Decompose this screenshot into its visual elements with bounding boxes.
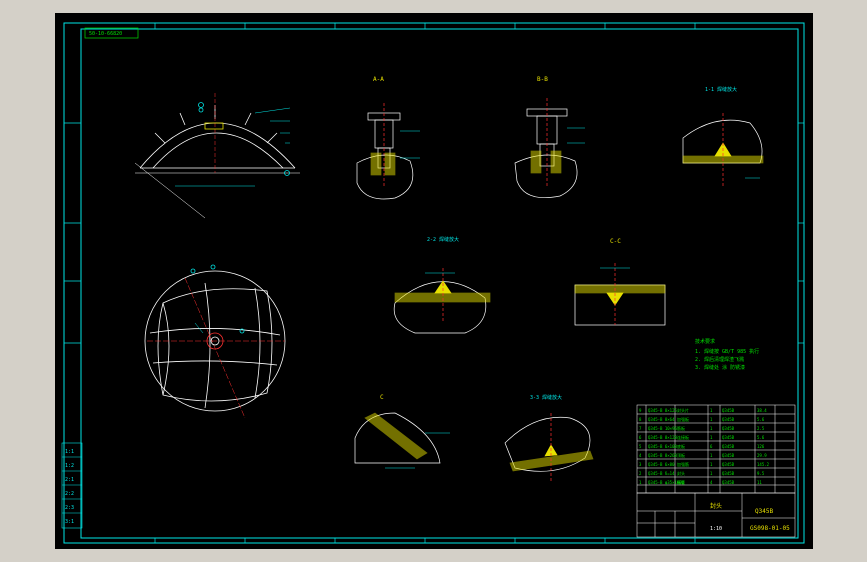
bom-cell: Q345-B 8×125 — [648, 408, 677, 413]
weld-view-3-label: 3-3 焊缝放大 — [530, 394, 562, 401]
bom-cell: 封头 — [677, 470, 685, 476]
border-ticks — [64, 23, 804, 543]
bom-cell: Q345-B 10×96 — [648, 426, 677, 431]
bom-cell: Q345-B 6×100 — [648, 444, 677, 449]
bom-cell: 38.4 — [757, 408, 767, 413]
bom-cell: 1 — [710, 471, 713, 476]
bom-cell: 5 — [639, 444, 642, 449]
svg-text:2:2: 2:2 — [65, 491, 74, 497]
bom-cell: 1 — [710, 435, 713, 440]
bom-cell: 2.5 — [757, 426, 765, 431]
bom-cell: 8 — [639, 417, 642, 422]
inner-frame — [80, 28, 799, 539]
svg-text:2:1: 2:1 — [65, 477, 74, 483]
section-a-label: A-A — [373, 76, 384, 83]
svg-text:1:2: 1:2 — [65, 463, 74, 469]
head-elevation-view — [134, 93, 300, 219]
bom-cell: 145.2 — [757, 462, 770, 467]
bom-cell: 顶板 — [677, 452, 685, 458]
weld-view-2-label: 2-2 焊缝放大 — [427, 236, 459, 243]
bom-cell: 5.6 — [757, 435, 765, 440]
tech-notes: 技术要求 1. 焊缝按 GB/T 985 执行 2. 焊后清理焊渣飞溅 3. 焊… — [695, 338, 759, 371]
svg-text:2:3: 2:3 — [65, 505, 74, 511]
bom-cell: Q345-B 8×64 — [648, 417, 675, 422]
bom-cell: Q345-B φ35×1000 — [648, 480, 685, 485]
note-line-3: 3. 焊缝处 涂 防锈漆 — [695, 364, 745, 371]
bom-cell: 6 — [710, 444, 713, 449]
bom-cell: Q345B — [722, 408, 735, 413]
title-tag-box — [84, 27, 139, 39]
cad-viewport[interactable]: 50-10-66820 1:1 1:2 2:1 2:2 2:3 3:1 — [55, 13, 813, 549]
title-tag: 50-10-66820 — [89, 31, 122, 37]
left-revision-strip — [61, 442, 83, 529]
bom-cell: 1 — [710, 462, 713, 467]
bom-cell: 29.9 — [757, 453, 767, 458]
bom-cell: 7 — [639, 426, 642, 431]
weld-detail-1: 1-1 焊缝放大 — [682, 86, 764, 188]
title-block-material: Q345B — [755, 508, 773, 515]
bom-cell: 底板 — [677, 443, 685, 449]
note-line-1: 1. 焊缝按 GB/T 985 执行 — [695, 348, 759, 355]
bom-cell: Q345B — [722, 453, 735, 458]
title-block — [636, 492, 796, 538]
bom-cell: 筋板 — [677, 425, 685, 431]
bom-cell: 5.6 — [757, 417, 765, 422]
bom-cell: 接管 — [677, 479, 685, 485]
svg-text:3:1: 3:1 — [65, 519, 74, 525]
detail-c-view: C — [354, 394, 450, 469]
revision-labels: 1:1 1:2 2:1 2:2 2:3 3:1 — [65, 449, 74, 525]
bom-cell: 126 — [757, 444, 765, 449]
title-block-name: 封头 — [710, 502, 722, 510]
bom-cell: 连接板 — [677, 434, 689, 440]
bom-cell: 9 — [639, 408, 642, 413]
bom-cell: 3 — [639, 462, 642, 467]
title-block-scale: 1:10 — [710, 526, 722, 532]
bom-cell: 4 — [639, 453, 642, 458]
section-a-view: A-A — [356, 76, 420, 200]
bom-cell: Q345-B 8×260 — [648, 453, 677, 458]
section-b-view: B-B — [514, 76, 585, 199]
bom-cell: 2 — [639, 471, 642, 476]
bom-cell: 6 — [639, 435, 642, 440]
note-line-2: 2. 焊后清理焊渣飞溅 — [695, 356, 744, 363]
detail-c-label: C — [380, 394, 384, 401]
bom-cell: Q345B — [722, 444, 735, 449]
bom-cell: Q345B — [722, 426, 735, 431]
bom-cell: 1 — [710, 417, 713, 422]
bom-cell: Q345-B 8×120 — [648, 435, 677, 440]
bom-cell: 封头片 — [677, 407, 689, 413]
section-d-label: C-C — [610, 238, 621, 245]
svg-text:1:1: 1:1 — [65, 449, 74, 455]
weld-detail-3: 3-3 焊缝放大 — [504, 394, 594, 483]
cad-drawing: 50-10-66820 1:1 1:2 2:1 2:2 2:3 3:1 — [61, 22, 805, 544]
bom-cell: 9.5 — [757, 471, 765, 476]
section-d-view: C-C — [574, 238, 666, 326]
bom-cell: 4 — [710, 480, 713, 485]
weld-detail-2: 2-2 焊缝放大 — [393, 236, 491, 334]
title-block-drawing-no: GS098-01-05 — [750, 525, 790, 532]
bom-cell: Q345-B 6×80 — [648, 462, 675, 467]
bom-cell: 11 — [757, 480, 762, 485]
bom-cell: 加强板 — [677, 416, 689, 422]
section-b-label: B-B — [537, 76, 548, 83]
bom-cell: Q345B — [722, 435, 735, 440]
bom-cell: 1 — [710, 408, 713, 413]
bom-cell: 1 — [710, 426, 713, 431]
bom-cell: Q345B — [722, 462, 735, 467]
notes-title: 技术要求 — [695, 338, 715, 345]
bom-cell: Q345B — [722, 480, 735, 485]
bom-cell: 加强筋 — [677, 461, 689, 467]
weld-view-1-label: 1-1 焊缝放大 — [705, 86, 737, 93]
outer-frame — [63, 22, 805, 544]
bom-cell: Q345-B δ=14 — [648, 471, 675, 476]
head-plan-view — [144, 264, 286, 419]
bom-cell: Q345B — [722, 417, 735, 422]
bom-cell: 1 — [710, 453, 713, 458]
bom-cell: Q345B — [722, 471, 735, 476]
bom-cell: 1 — [639, 480, 642, 485]
